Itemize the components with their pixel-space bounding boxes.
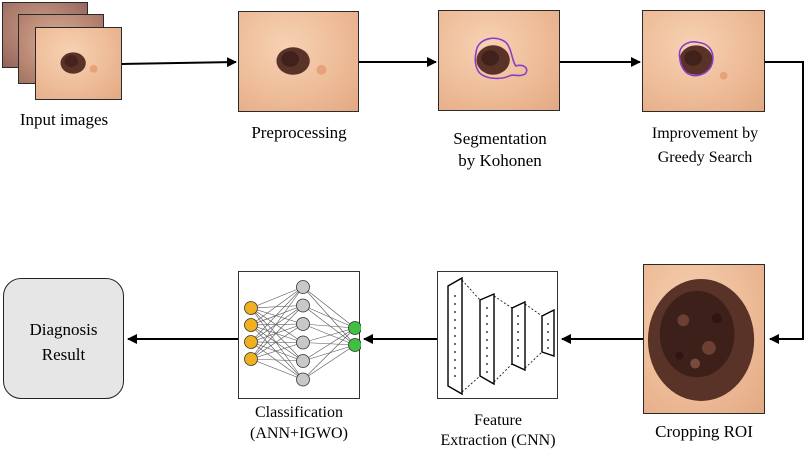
ann-edge [302, 327, 356, 362]
ann-edge [250, 305, 304, 326]
ann-connections [250, 286, 356, 380]
ann-edge [250, 307, 304, 362]
cnn-layer-2 [479, 292, 495, 386]
improvement-label-line2: Greedy Search [657, 149, 753, 166]
segmentation-label-line1: Segmentation [453, 129, 547, 148]
diagnosis-result-line1: Diagnosis [29, 320, 98, 339]
ann-output-node [348, 321, 361, 335]
classification-label-line1: Classification [255, 404, 343, 421]
ann-edge [302, 323, 356, 329]
cnn-layer-3 [511, 300, 526, 372]
ann-edge [302, 286, 356, 346]
diagnosis-result-line2: Result [41, 345, 86, 364]
input-images-label: Input images [19, 110, 109, 129]
input-image-front [35, 27, 122, 100]
ann-edge [250, 358, 304, 380]
ann-output-node [348, 338, 361, 352]
ann-edge [250, 305, 304, 360]
ann-edge [250, 286, 304, 343]
ann-edge [302, 323, 356, 346]
improvement-label-line1: Improvement by [651, 125, 759, 142]
preprocessing-label: Preprocessing [251, 123, 347, 142]
segmentation-image [438, 10, 560, 111]
ann-edge [302, 342, 356, 346]
cropping-roi-label: Cropping ROI [655, 422, 753, 441]
preprocessing-image [238, 11, 359, 112]
ann-edge [250, 341, 304, 362]
ann-edge [302, 305, 356, 346]
ann-input-node [244, 318, 258, 332]
ann-hidden-node [296, 280, 310, 294]
ann-panel [238, 271, 361, 399]
segmentation-contour [474, 37, 528, 80]
ann-hidden-node [296, 317, 310, 331]
ann-hidden-node [296, 372, 310, 387]
arrow-improvement-to-cropping [765, 61, 804, 344]
ann-edge [250, 358, 304, 362]
ann-input-node [244, 301, 258, 315]
ann-edge [250, 341, 304, 343]
ann-edge [250, 307, 304, 325]
cnn-panel [437, 271, 558, 399]
ann-hidden-node [296, 335, 310, 350]
improved-contour [678, 41, 714, 77]
ann-hidden-node [296, 298, 310, 313]
ann-edge [302, 286, 356, 329]
segmentation-label-line2: by Kohonen [458, 151, 542, 170]
ann-edge [250, 286, 304, 360]
ann-edge [250, 307, 304, 380]
classification-label-line2: (ANN+IGWO) [250, 425, 348, 442]
ann-edge [302, 327, 356, 343]
ann-edge [250, 324, 304, 380]
cropping-roi-image [643, 264, 765, 414]
ann-edge [302, 344, 356, 362]
ann-edge [250, 341, 304, 380]
ann-hidden-node [296, 354, 310, 368]
cnn-layer-4 [541, 308, 555, 357]
ann-edge [302, 327, 356, 380]
feature-extraction-label-line2: Extraction (CNN) [440, 432, 556, 449]
feature-extraction-label-line1: Feature [474, 412, 522, 429]
ann-edge [250, 286, 304, 309]
diagnosis-result-text: Diagnosis Result [4, 317, 123, 367]
ann-edge [250, 307, 304, 343]
arrow-input-to-preprocessing [121, 57, 237, 68]
ann-edge [250, 323, 304, 343]
ann-edge [250, 305, 304, 309]
ann-edge [250, 342, 304, 360]
ann-edge [250, 323, 304, 326]
diagnosis-result-box: Diagnosis Result [3, 278, 124, 399]
ann-edge [250, 323, 304, 360]
cnn-connectors [461, 279, 543, 393]
ann-edge [250, 286, 304, 326]
ann-input-node [244, 352, 258, 366]
ann-edge [302, 344, 356, 380]
ann-edge [250, 324, 304, 343]
ann-input-node [244, 335, 258, 349]
ann-edge [302, 305, 356, 329]
ann-edge [250, 324, 304, 362]
cnn-dots [454, 295, 549, 377]
ann-edge [250, 305, 304, 343]
improvement-image [642, 10, 765, 112]
